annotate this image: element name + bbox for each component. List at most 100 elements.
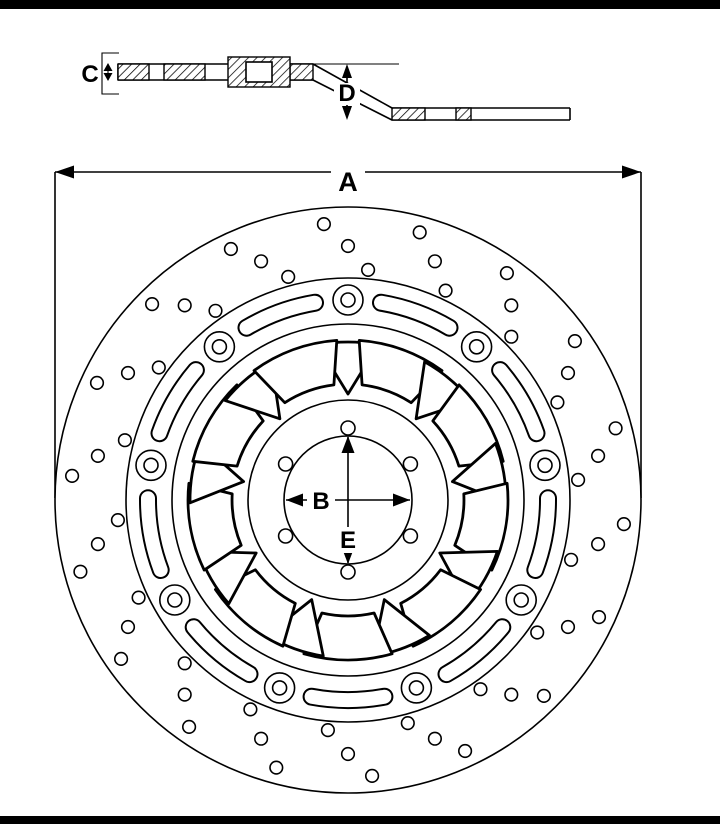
rivet-inner <box>143 457 159 474</box>
dimension-label-b: B <box>312 488 329 515</box>
bolt-holes <box>277 420 419 580</box>
drill-hole <box>320 722 336 738</box>
float-slot-fill <box>152 363 203 441</box>
carrier-outer-edge <box>171 323 525 677</box>
dimension-label-e: E <box>340 527 356 554</box>
drill-hole <box>223 241 238 257</box>
carrier-slots <box>138 293 558 709</box>
dimension-e: E <box>334 436 362 564</box>
drill-hole <box>473 682 488 697</box>
drill-hole <box>504 329 519 344</box>
drill-hole <box>151 360 166 375</box>
section-hatch-block <box>391 107 426 121</box>
d-arrowhead-up <box>342 64 352 78</box>
c-arrowhead-up <box>103 63 113 71</box>
drill-hole <box>458 743 473 759</box>
drill-hole <box>590 448 606 464</box>
drill-hole <box>110 512 125 528</box>
c-dimension-bracket <box>101 52 119 95</box>
spoke-window <box>252 339 339 405</box>
b-arrowhead-left <box>286 493 303 507</box>
disc-front-view: B E <box>54 206 642 794</box>
b-label-backing <box>307 487 335 513</box>
drill-hole <box>269 760 284 775</box>
drill-hole <box>177 298 192 313</box>
drill-hole <box>530 625 545 640</box>
float-slot-fill <box>140 491 168 577</box>
spoke-windows <box>186 339 510 662</box>
drill-hole <box>64 468 80 484</box>
drill-hole <box>120 365 136 381</box>
bolt-hole <box>277 528 294 544</box>
section-hatch-block <box>117 63 150 81</box>
drill-hole <box>73 564 88 579</box>
e-arrowhead-top <box>341 436 355 453</box>
rivet-inner <box>167 592 183 608</box>
drill-hole <box>90 448 105 464</box>
drill-hole <box>254 254 269 269</box>
drill-hole <box>113 651 129 667</box>
drill-hole <box>316 217 332 232</box>
float-slot-fill <box>528 491 556 577</box>
bottom-frame-bar <box>0 816 720 824</box>
rivets <box>135 284 561 704</box>
a-arrowhead-right <box>622 165 641 179</box>
dimension-a: A <box>54 165 642 498</box>
drill-hole <box>117 433 132 448</box>
drill-hole <box>438 283 453 298</box>
dimension-label-d: D <box>338 80 355 107</box>
drill-hole <box>536 688 552 704</box>
float-slot-fill <box>239 295 322 335</box>
c-arrowhead-down <box>103 73 113 81</box>
dimension-label-a: A <box>338 167 358 197</box>
drill-hole <box>177 656 192 671</box>
dimension-label-c: C <box>81 61 98 88</box>
drill-hole <box>340 238 356 254</box>
drill-hole <box>90 536 105 552</box>
drill-hole <box>590 536 606 552</box>
drill-hole <box>560 365 576 381</box>
rivet-inner <box>271 680 288 696</box>
float-slot-fill <box>304 689 392 707</box>
drill-hole <box>120 619 136 635</box>
friction-band-inner-edge <box>125 277 571 723</box>
rivet-inner <box>513 592 530 608</box>
section-hatch-block <box>163 63 206 81</box>
drill-hole <box>550 395 565 410</box>
drill-hole <box>560 619 576 635</box>
drill-hole <box>504 687 519 702</box>
rivet-inner <box>468 338 485 355</box>
b-arrowhead-right <box>393 493 410 507</box>
bolt-hole <box>340 564 356 580</box>
a-arrowhead-left <box>55 165 74 179</box>
drill-hole <box>254 731 269 746</box>
top-frame-bar <box>0 0 720 9</box>
drill-hole <box>243 702 258 717</box>
rivet-inner <box>211 338 228 355</box>
rivet-inner <box>340 292 356 308</box>
drill-hole <box>427 731 443 746</box>
drill-hole <box>570 472 586 488</box>
drill-hole <box>504 298 519 313</box>
drill-hole <box>567 334 583 349</box>
bolt-hole <box>402 456 419 472</box>
section-hatch-block <box>455 107 472 121</box>
spoke-window <box>302 611 394 662</box>
dimension-b: B <box>286 487 410 515</box>
float-slot-fill <box>186 620 257 682</box>
drill-hole <box>427 254 443 269</box>
spoke-window <box>186 481 243 572</box>
drill-hole <box>131 590 146 605</box>
d-arrowhead-down <box>342 106 352 120</box>
rivet-bobbin-core <box>245 61 273 83</box>
drill-hole <box>145 297 160 312</box>
drill-hole <box>400 715 415 731</box>
drill-hole <box>177 687 192 702</box>
drill-holes <box>64 217 632 784</box>
float-slot-fill <box>374 295 457 335</box>
drill-hole <box>365 768 380 784</box>
drill-hole <box>616 516 632 532</box>
e-label-backing <box>334 527 362 553</box>
drill-hole <box>412 225 427 240</box>
